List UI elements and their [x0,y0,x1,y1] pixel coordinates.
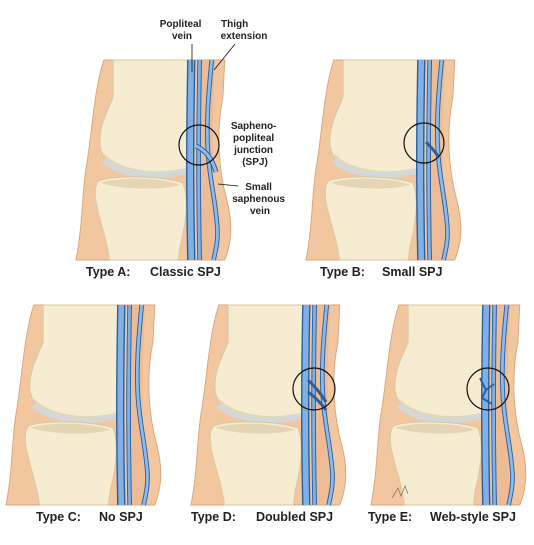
svg-text:Doubled SPJ: Doubled SPJ [256,510,333,524]
signature-mark [391,484,409,499]
spj-circle-e [466,367,510,411]
svg-text:Small SPJ: Small SPJ [382,265,442,279]
spj-circle-b [403,122,445,164]
svg-text:Type A:: Type A: [86,265,130,279]
svg-text:Classic SPJ: Classic SPJ [150,265,221,279]
label-type-b: Type B: Small SPJ [320,265,442,279]
svg-text:Type C:: Type C: [36,510,81,524]
panel-type-b [306,60,461,260]
annotation-thigh-extension: Thigh extension [221,19,268,42]
panel-type-c [6,305,161,505]
label-type-a: Type A: Classic SPJ [86,265,221,279]
spj-circle-a [178,124,220,166]
svg-text:No SPJ: No SPJ [99,510,143,524]
svg-text:Type B:: Type B: [320,265,365,279]
annotation-popliteal-vein: Popliteal vein [160,19,204,42]
label-type-d: Type D: Doubled SPJ [191,510,333,524]
spj-circle-d [292,367,336,411]
panel-type-d [191,305,346,505]
panel-type-a [76,43,239,260]
annotation-spj: Sapheno- popliteal junction (SPJ) [231,121,279,168]
label-type-c: Type C: No SPJ [36,510,143,524]
label-type-e: Type E: Web-style SPJ [368,510,516,524]
svg-text:Type D:: Type D: [191,510,236,524]
panel-type-e [371,305,526,505]
svg-text:Type E:: Type E: [368,510,412,524]
svg-text:Web-style SPJ: Web-style SPJ [430,510,516,524]
annotation-small-saphenous-vein: Small saphenous vein [232,182,288,217]
